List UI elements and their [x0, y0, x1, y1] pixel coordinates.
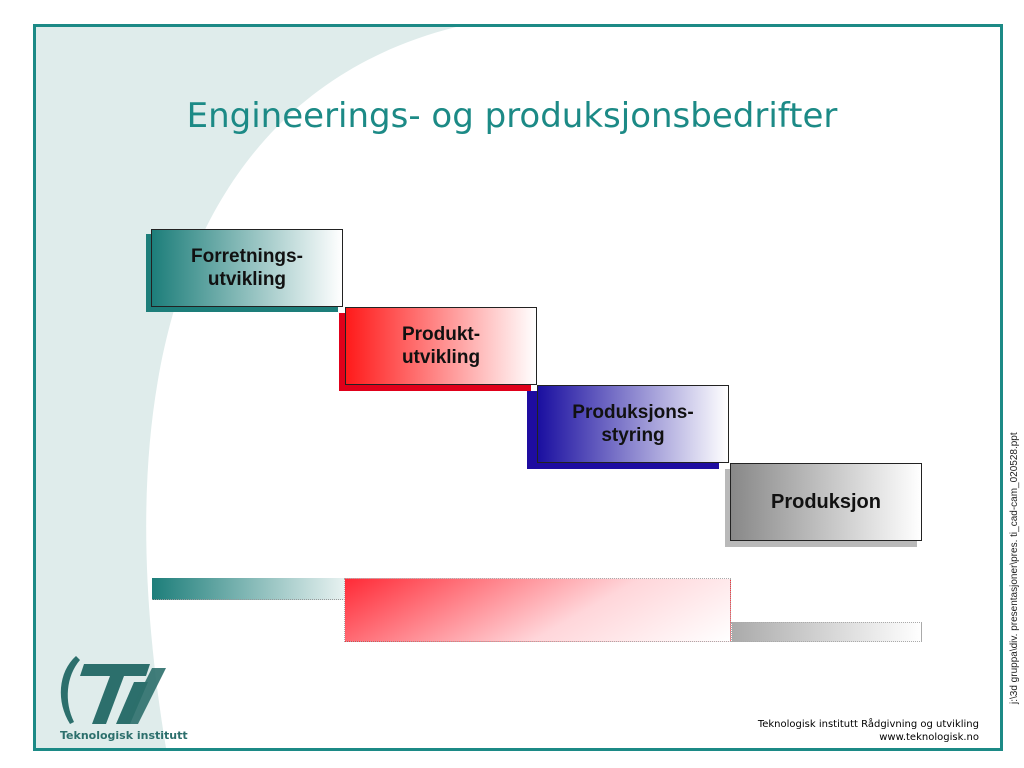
step-forretningsutvikling: Forretnings-utvikling	[151, 229, 343, 307]
footer: Teknologisk institutt Rådgivning og utvi…	[758, 718, 979, 744]
step-produktutvikling: Produkt-utvikling	[345, 307, 537, 385]
logo-text: Teknologisk institutt	[60, 729, 188, 742]
step-produksjon: Produksjon	[730, 463, 922, 541]
step-produksjonsstyring: Produksjons-styring	[537, 385, 729, 463]
slide-title: Engineerings- og produksjonsbedrifter	[186, 96, 838, 136]
timeline-bar-red	[344, 578, 731, 642]
timeline-bar-teal	[152, 578, 345, 600]
timeline-bar-gray	[731, 622, 922, 642]
ti-logo-icon	[60, 656, 166, 724]
file-path-text: j:\3d gruppa\div. presentasjoner\pres. t…	[1009, 432, 1020, 704]
footer-url: www.teknologisk.no	[879, 732, 979, 743]
footer-line1: Teknologisk institutt Rådgivning og utvi…	[757, 719, 979, 730]
background-arc	[36, 27, 456, 748]
